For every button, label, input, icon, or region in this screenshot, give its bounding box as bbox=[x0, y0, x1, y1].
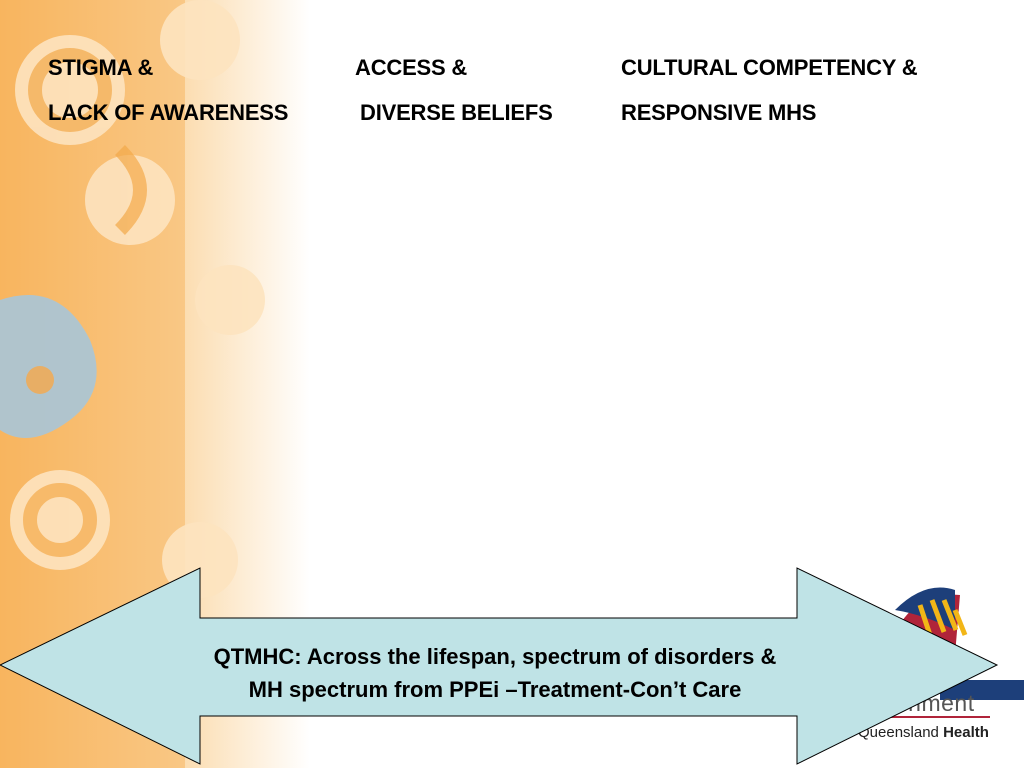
logo-queensland-health-text: Queensland Health bbox=[858, 724, 989, 741]
arrow-caption-line1: QTMHC: Across the lifespan, spectrum of … bbox=[213, 644, 777, 669]
heading-cultural-line2: RESPONSIVE MHS bbox=[621, 100, 817, 125]
heading-stigma-line1: STIGMA & bbox=[48, 55, 154, 80]
arrow-caption-line2: MH spectrum from PPEi –Treatment-Con’t C… bbox=[248, 677, 742, 702]
double-headed-arrow bbox=[0, 567, 999, 765]
logo-dept-prefix: Queensland bbox=[858, 724, 939, 741]
heading-access-line1: ACCESS & bbox=[355, 55, 468, 80]
decorative-left-strip bbox=[0, 0, 310, 768]
heading-access-line2: DIVERSE BELIEFS bbox=[360, 100, 553, 125]
heading-stigma-line2: LACK OF AWARENESS bbox=[48, 100, 289, 125]
heading-cultural-line1: CULTURAL COMPETENCY & bbox=[621, 55, 918, 80]
logo-dept-bold: Health bbox=[943, 724, 989, 741]
arrow-caption: QTMHC: Across the lifespan, spectrum of … bbox=[150, 640, 840, 706]
